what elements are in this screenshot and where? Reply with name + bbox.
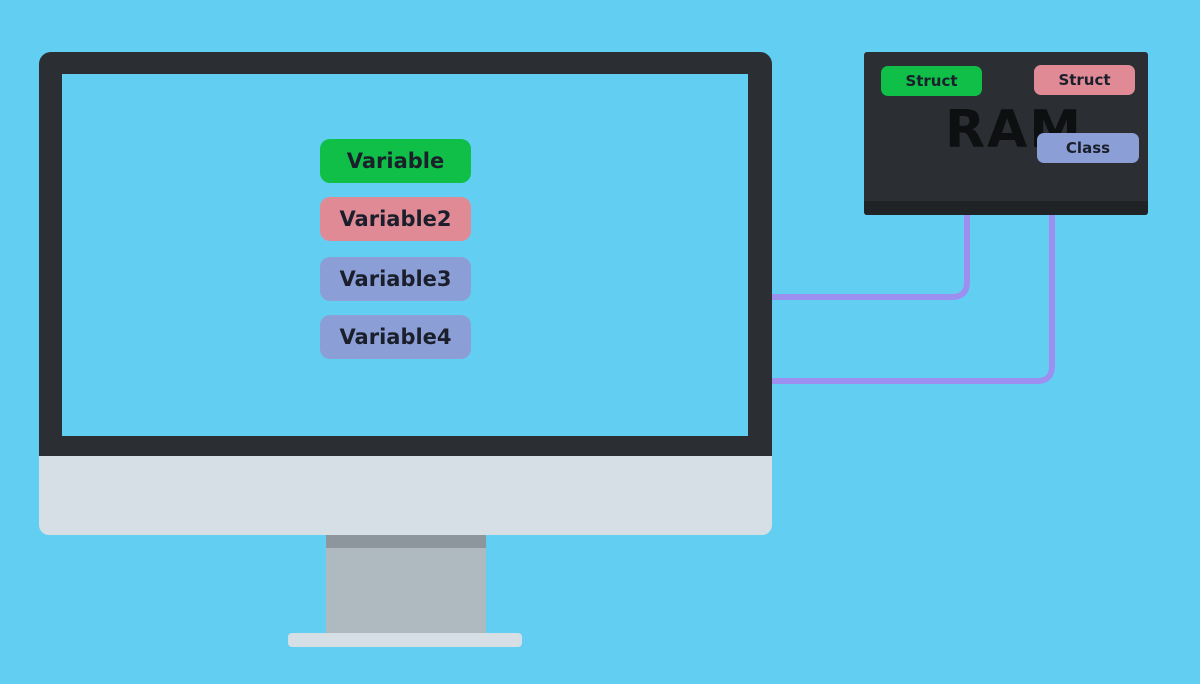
monitor-screen xyxy=(62,74,748,436)
wire-lower xyxy=(772,215,1055,384)
variable4-chip: Variable4 xyxy=(320,315,471,359)
ram-struct-green-chip: Struct xyxy=(881,66,982,96)
monitor-stand-shadow xyxy=(326,535,486,548)
monitor-chin xyxy=(39,456,772,535)
variable3-chip: Variable3 xyxy=(320,257,471,301)
variable2-chip: Variable2 xyxy=(320,197,471,241)
wire-upper xyxy=(772,215,970,300)
monitor-stand-neck xyxy=(326,535,486,635)
ram-module-base xyxy=(864,201,1148,215)
monitor-stand-foot xyxy=(288,633,522,647)
variable-chip: Variable xyxy=(320,139,471,183)
ram-class-chip: Class xyxy=(1037,133,1139,163)
ram-struct-red-chip: Struct xyxy=(1034,65,1135,95)
